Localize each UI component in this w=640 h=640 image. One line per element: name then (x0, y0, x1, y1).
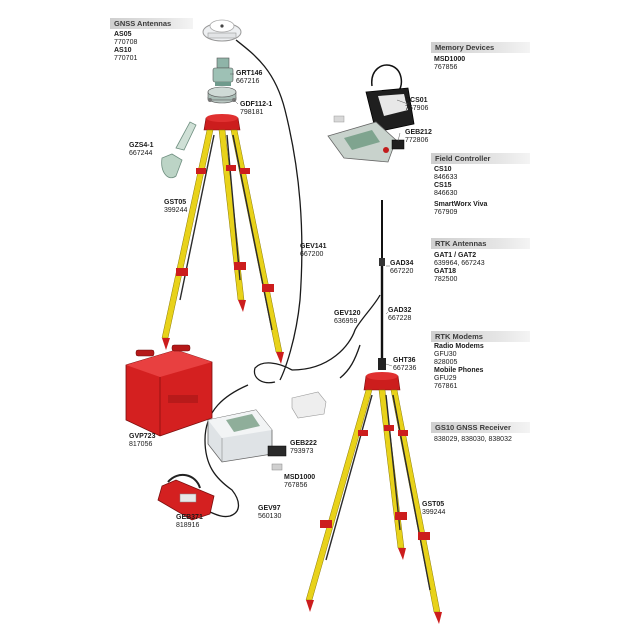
item-name: CS10 (434, 166, 452, 173)
item-code: 770708 (114, 39, 138, 46)
geb371-battery (157, 473, 215, 521)
geb222-battery (267, 445, 287, 457)
item-code: 767861 (434, 383, 458, 390)
item-code: 828005 (434, 359, 458, 366)
header-gs10-receiver: GS10 GNSS Receiver (431, 422, 530, 433)
catalog-gnss-antennas: AS05 770708 AS10 770701 (114, 31, 137, 63)
cable-loop (253, 362, 293, 384)
header-rtk-modems: RTK Modems (431, 331, 530, 342)
item-name: AS05 (114, 31, 132, 38)
header-memory-devices: Memory Devices (431, 42, 530, 53)
catalog-memory-devices: MSD1000 767856 (434, 56, 465, 72)
item-name: GAT18 (434, 268, 457, 275)
item-name: Mobile Phones (434, 367, 484, 374)
catalog-field-controller: CS10 846633 CS15 846630 SmartWorx Viva 7… (434, 166, 487, 217)
tripod-right (305, 372, 442, 624)
gdf112-tribrach (207, 86, 237, 104)
field-controller (327, 115, 397, 163)
item-name: AS10 (114, 47, 132, 54)
gs10-receiver (207, 409, 273, 463)
header-field-controller: Field Controller (431, 153, 530, 164)
item-code: 846630 (434, 190, 458, 197)
item-name: MSD1000 (434, 56, 466, 63)
item-code: 782500 (434, 276, 458, 283)
cable-gev120 (291, 294, 381, 371)
tripod-left (161, 114, 284, 364)
item-code: 639964, 667243 (434, 260, 485, 267)
ccs01-bag (365, 64, 415, 133)
item-name: CS15 (434, 182, 452, 189)
catalog-rtk-antennas: GAT1 / GAT2 639964, 667243 GAT18 782500 (434, 252, 485, 284)
header-gnss-antennas: GNSS Antennas (110, 18, 193, 29)
item-name: Radio Modems (434, 343, 484, 350)
geb212-battery (391, 139, 405, 150)
item-code: 838029, 838030, 838032 (434, 436, 512, 443)
msd1000-stick (271, 463, 283, 471)
item-code: 767856 (434, 64, 458, 71)
cable-gev141 (235, 39, 303, 381)
item-code: GFU29 (434, 375, 457, 382)
gvp723-case (125, 344, 213, 437)
item-code: 846633 (434, 174, 458, 181)
item-code: 767909 (434, 209, 458, 216)
item-name: GAT1 / GAT2 (434, 252, 477, 259)
catalog-gs10-receiver: 838029, 838030, 838032 (434, 436, 512, 444)
cable-antenna (339, 344, 361, 379)
item-code: GFU30 (434, 351, 457, 358)
catalog-rtk-modems: Radio Modems GFU30 828005 Mobile Phones … (434, 343, 484, 391)
item-code: 770701 (114, 55, 138, 62)
gzs4-height-hook (161, 121, 197, 179)
header-rtk-antennas: RTK Antennas (431, 238, 530, 249)
rtk-antenna (378, 200, 386, 370)
modem-device (291, 391, 327, 419)
item-name: SmartWorx Viva (434, 201, 488, 208)
grt146-carrier (212, 57, 234, 86)
leader-lines (230, 73, 409, 367)
gnss-antenna (202, 19, 242, 42)
